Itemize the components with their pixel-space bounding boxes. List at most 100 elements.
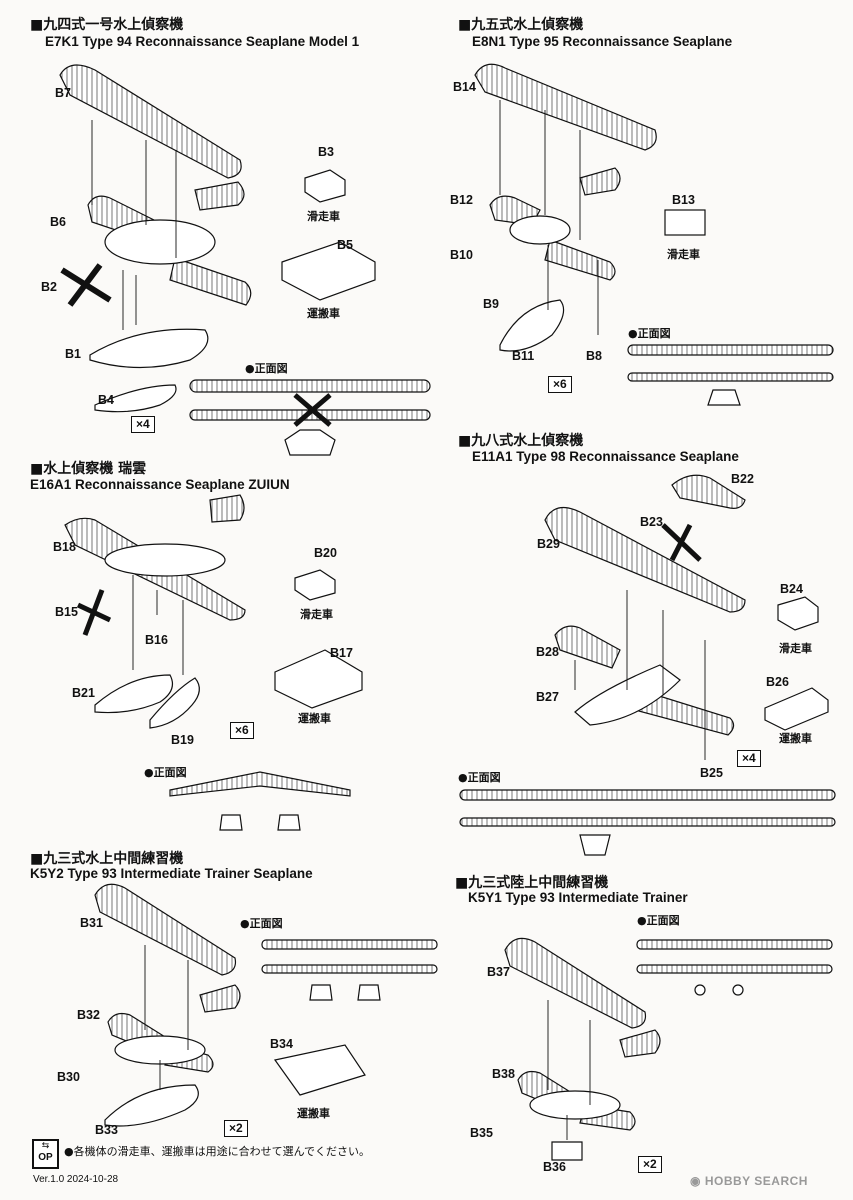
k5y2-tail bbox=[199, 984, 241, 1013]
part-label-b29: B29 bbox=[537, 537, 560, 551]
k5y2-cart-caption: 運搬車 bbox=[297, 1107, 330, 1120]
k5y2-front-view-label: ●正面図 bbox=[240, 917, 283, 930]
k5y1-front-upper-wing bbox=[636, 939, 833, 950]
part-label-b28: B28 bbox=[536, 645, 559, 659]
part-label-b11: B11 bbox=[512, 349, 535, 363]
part-label-b19: B19 bbox=[171, 733, 194, 747]
e16a1-front-wing bbox=[169, 771, 351, 797]
e11a1-tail bbox=[671, 474, 746, 509]
e11a1-propeller bbox=[661, 523, 702, 562]
part-label-b3: B3 bbox=[318, 145, 334, 159]
part-label-b35: B35 bbox=[470, 1126, 493, 1140]
e11a1-upper-wing bbox=[544, 506, 746, 613]
e8n1-title-en: E8N1 Type 95 Reconnaissance Seaplane bbox=[472, 34, 733, 49]
option-icon: ⇆ OP bbox=[33, 1140, 58, 1168]
k5y2-title-en: K5Y2 Type 93 Intermediate Trainer Seapla… bbox=[30, 866, 313, 881]
part-label-b22: B22 bbox=[731, 472, 754, 486]
e8n1-dolly-caption: 滑走車 bbox=[667, 248, 700, 261]
e11a1-hull bbox=[574, 664, 681, 726]
e7k1-title-jp: ■九四式一号水上偵察機 bbox=[30, 17, 184, 33]
e7k1-fuselage bbox=[104, 219, 216, 265]
part-label-b31: B31 bbox=[80, 916, 103, 930]
k5y1-fuselage bbox=[529, 1090, 621, 1120]
e11a1-dolly-caption: 滑走車 bbox=[779, 642, 812, 655]
e7k1-float-side bbox=[94, 384, 177, 413]
part-label-b13: B13 bbox=[672, 193, 695, 207]
e8n1-upper-wing bbox=[474, 63, 657, 151]
e7k1-title-en: E7K1 Type 94 Reconnaissance Seaplane Mod… bbox=[45, 34, 360, 49]
part-label-b23: B23 bbox=[640, 515, 663, 529]
e8n1-front-view-label: ●正面図 bbox=[628, 327, 671, 340]
watermark-text: HOBBY SEARCH bbox=[704, 1174, 808, 1188]
part-label-b2: B2 bbox=[41, 280, 57, 294]
op-icon-box bbox=[32, 1139, 59, 1169]
e8n1-title-jp: ■九五式水上偵察機 bbox=[458, 17, 584, 33]
part-label-b16: B16 bbox=[145, 633, 168, 647]
part-label-b18: B18 bbox=[53, 540, 76, 554]
k5y2-multiplier: ×2 bbox=[224, 1120, 248, 1137]
e16a1-front-floats bbox=[219, 814, 301, 831]
e7k1-propeller bbox=[60, 263, 112, 307]
k5y1-multiplier: ×2 bbox=[638, 1156, 662, 1173]
e11a1-cart-caption: 運搬車 bbox=[779, 732, 812, 745]
k5y1-front-wheel-right bbox=[732, 984, 744, 996]
part-label-b12: B12 bbox=[450, 193, 473, 207]
e11a1-title-jp: ■九八式水上偵察機 bbox=[458, 433, 584, 449]
k5y1-front-lower-wing bbox=[636, 964, 833, 974]
e11a1-front-upper-wing bbox=[459, 789, 836, 801]
part-label-b27: B27 bbox=[536, 690, 559, 704]
part-label-b26: B26 bbox=[766, 675, 789, 689]
version-label: Ver.1.0 2024-10-28 bbox=[33, 1174, 119, 1185]
k5y2-front-floats bbox=[309, 984, 381, 1001]
k5y1-front-view-label: ●正面図 bbox=[637, 914, 680, 927]
k5y2-front-upper-wing bbox=[261, 939, 438, 950]
footer-note: ●各機体の滑走車、運搬車は用途に合わせて選んでください。 bbox=[64, 1145, 371, 1158]
e7k1-upper-wing bbox=[59, 64, 242, 179]
arrows-icon: ⇆ bbox=[41, 1141, 50, 1151]
part-label-b30: B30 bbox=[57, 1070, 80, 1084]
part-label-b4: B4 bbox=[98, 393, 114, 407]
part-label-b33: B33 bbox=[95, 1123, 118, 1137]
part-label-b34: B34 bbox=[270, 1037, 293, 1051]
part-label-b10: B10 bbox=[450, 248, 473, 262]
k5y1-front-wheel-left bbox=[694, 984, 706, 996]
e16a1-front-view-label: ●正面図 bbox=[144, 766, 187, 779]
e16a1-float-left bbox=[94, 674, 173, 714]
e11a1-front-view-label: ●正面図 bbox=[458, 771, 501, 784]
k5y1-dolly-b36 bbox=[551, 1141, 583, 1161]
e7k1-lower-wing-right bbox=[169, 257, 252, 306]
e7k1-front-upper-wing bbox=[189, 379, 431, 393]
part-label-b9: B9 bbox=[483, 297, 499, 311]
watermark: ◉ HOBBY SEARCH bbox=[690, 1174, 808, 1188]
e8n1-front-lower-wing bbox=[627, 372, 834, 382]
e7k1-multiplier: ×4 bbox=[131, 416, 155, 433]
part-label-b6: B6 bbox=[50, 215, 66, 229]
e8n1-float bbox=[499, 299, 565, 352]
k5y2-title-jp: ■九三式水上中間練習機 bbox=[30, 851, 184, 867]
part-label-b36: B36 bbox=[543, 1160, 566, 1174]
k5y1-title-en: K5Y1 Type 93 Intermediate Trainer bbox=[468, 890, 688, 905]
k5y2-part-b34 bbox=[273, 1044, 366, 1096]
e7k1-front-view-label: ●正面図 bbox=[245, 362, 288, 375]
e16a1-cart-b17 bbox=[274, 649, 363, 709]
e16a1-title-en: E16A1 Reconnaissance Seaplane ZUIUN bbox=[30, 477, 290, 492]
e11a1-front-lower-wing bbox=[459, 817, 836, 827]
e11a1-dolly-b24 bbox=[777, 596, 819, 631]
e11a1-title-en: E11A1 Type 98 Reconnaissance Seaplane bbox=[472, 449, 739, 464]
e16a1-dolly-b20 bbox=[294, 569, 336, 601]
op-label: OP bbox=[38, 1152, 53, 1163]
e7k1-dolly-b3 bbox=[304, 169, 346, 203]
part-label-b8: B8 bbox=[586, 349, 602, 363]
e7k1-front-floats bbox=[284, 429, 336, 456]
e11a1-lower-wing-left bbox=[554, 625, 621, 669]
e11a1-cart-b26 bbox=[764, 687, 829, 731]
part-label-b7: B7 bbox=[55, 86, 71, 100]
e16a1-multiplier: ×6 bbox=[230, 722, 254, 739]
k5y2-front-lower-wing bbox=[261, 964, 438, 974]
e16a1-float-right bbox=[149, 677, 200, 729]
e11a1-lower-wing-right bbox=[634, 689, 735, 736]
e8n1-front-upper-wing bbox=[627, 344, 834, 356]
e8n1-part-b13 bbox=[664, 209, 706, 236]
e8n1-front-float bbox=[707, 389, 741, 406]
e7k1-front-prop bbox=[293, 393, 332, 427]
